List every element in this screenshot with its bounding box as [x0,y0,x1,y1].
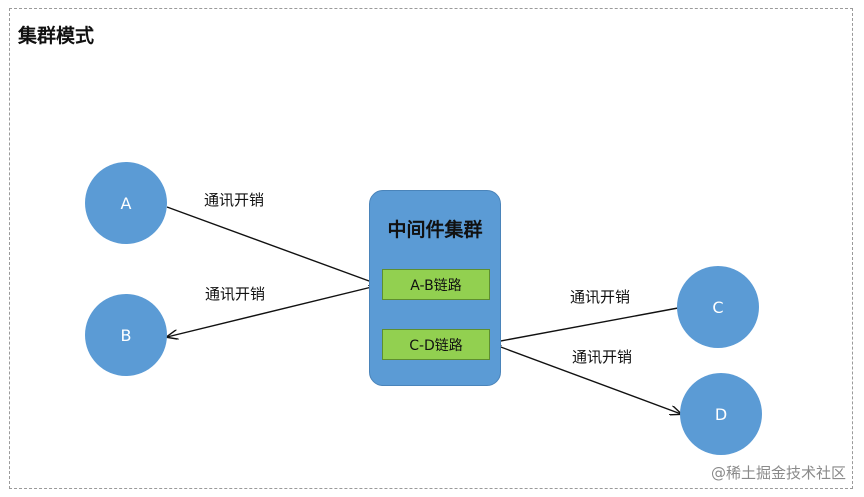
edge-c-to-cluster [490,307,679,343]
edge-cluster-to-b [167,284,381,337]
edge-label-d: 通讯开销 [572,348,633,366]
node-d: D [680,373,762,455]
edge-label-a: 通讯开销 [204,191,265,209]
edge-a-to-cluster [166,206,380,285]
diagram-title: 集群模式 [18,25,95,47]
middleware-cluster: 中间件集群 A-B链路 C-D链路 [369,190,501,386]
watermark: @稀土掘金技术社区 [710,464,846,482]
node-a: A [85,162,167,244]
edge-label-b: 通讯开销 [205,285,266,303]
diagram-frame [9,8,853,489]
link-a-b: A-B链路 [382,269,490,300]
link-c-d: C-D链路 [382,329,490,360]
node-b: B [85,294,167,376]
edge-label-c: 通讯开销 [570,288,631,306]
edge-cluster-to-d [489,342,681,414]
node-c: C [677,266,759,348]
cluster-title: 中间件集群 [387,219,483,241]
